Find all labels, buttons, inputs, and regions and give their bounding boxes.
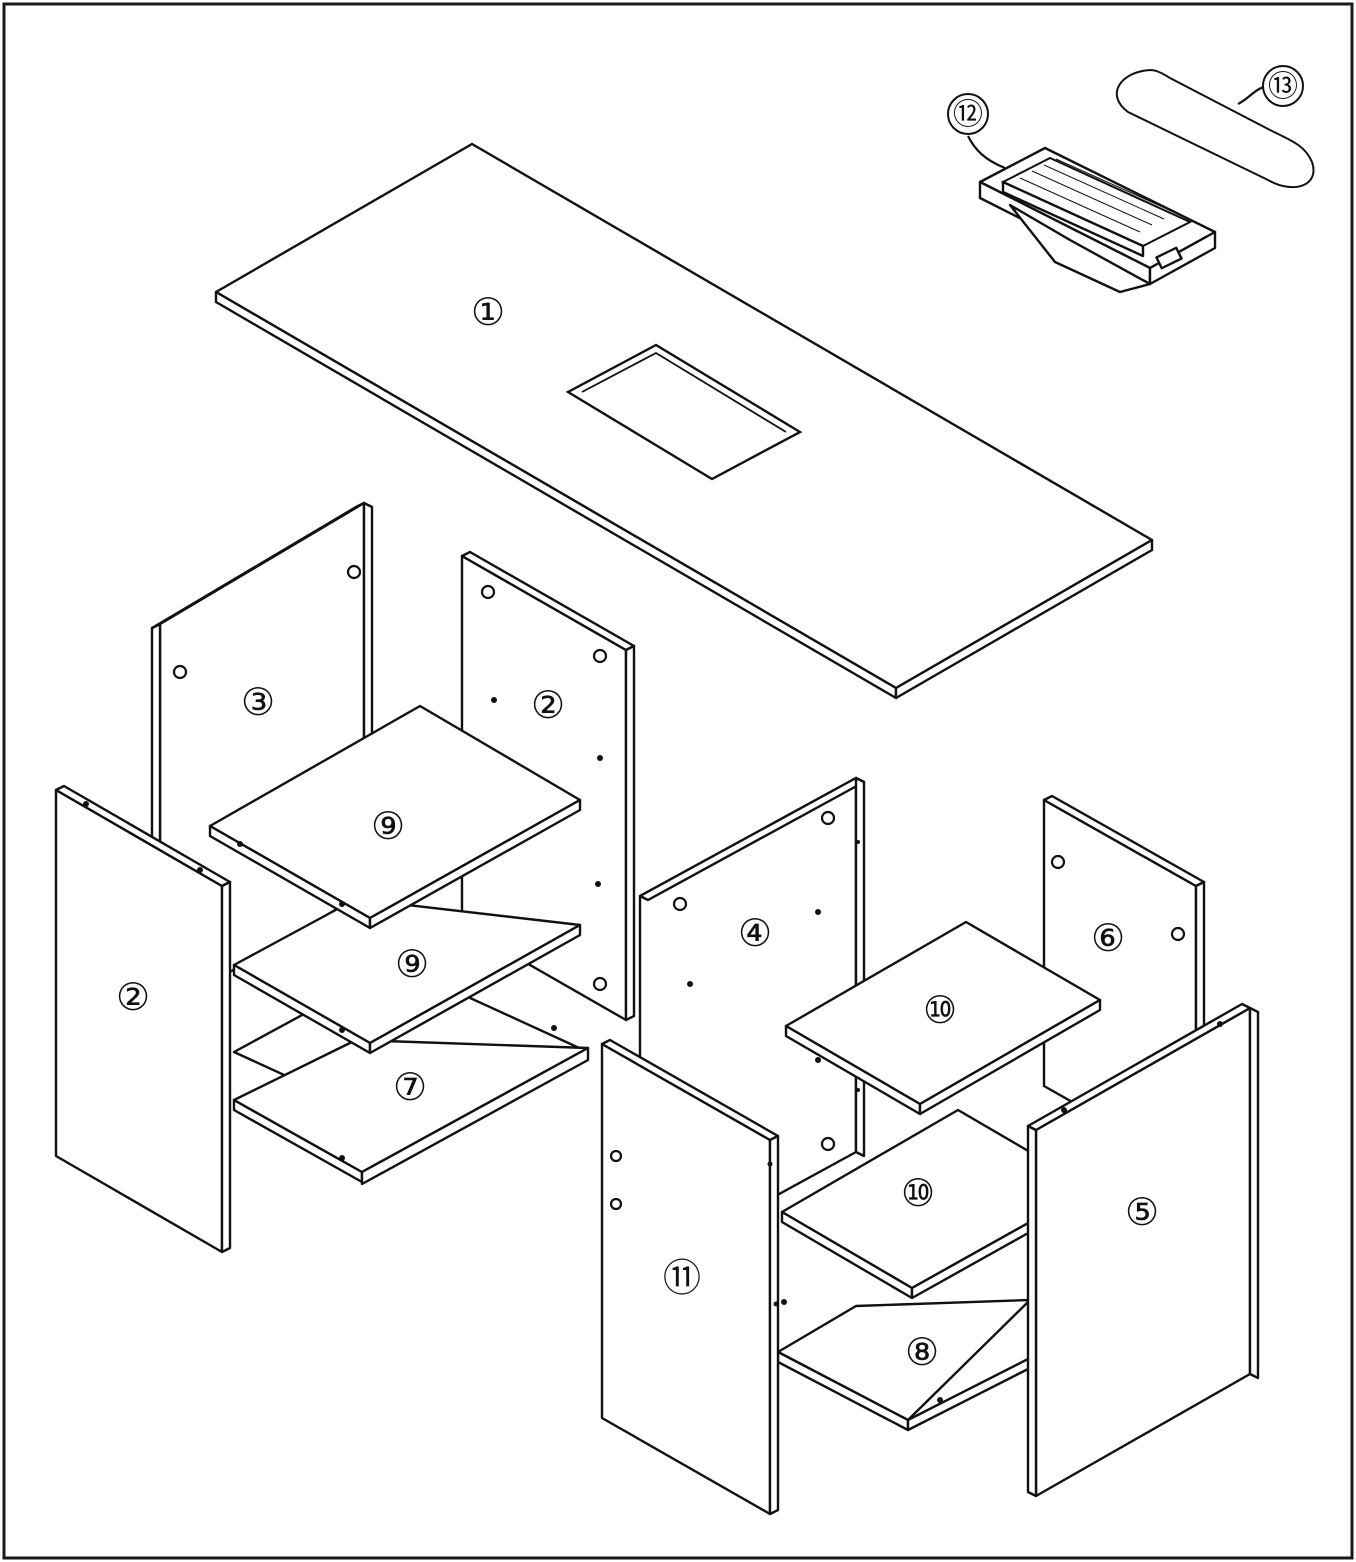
label-13: ⑬ (1268, 70, 1298, 105)
part-10-shelf-right-upper: ⑩ (784, 920, 1102, 1116)
label-2-front: ② (116, 975, 150, 1019)
label-9-upper: ⑨ (371, 804, 405, 848)
label-7: ⑦ (393, 1065, 427, 1109)
part-12-sink-unit: ⑫ (947, 93, 1217, 294)
label-1: ① (471, 290, 505, 334)
label-9-middle: ⑨ (395, 942, 429, 986)
part-11-front-panel-right: ⑪ (600, 1038, 780, 1516)
part-8-bottom-shelf-right: ⑧ (776, 1298, 1032, 1432)
label-12: ⑫ (953, 98, 983, 133)
label-2-rear: ② (531, 683, 565, 727)
label-5: ⑤ (1125, 1190, 1159, 1234)
label-8: ⑧ (905, 1330, 939, 1374)
label-11: ⑪ (663, 1256, 701, 1300)
part-9-shelf-left-upper: ⑨ (208, 704, 582, 930)
label-3: ③ (241, 680, 275, 724)
label-10-upper: ⑩ (923, 988, 957, 1032)
part-9-shelf-left-middle: ⑨ (232, 897, 582, 1055)
part-1-top-panel: ① (214, 142, 1154, 700)
label-6: ⑥ (1091, 916, 1125, 960)
label-4: ④ (738, 911, 772, 955)
part-13-gasket: ⑬ (1115, 65, 1315, 189)
label-10-middle: ⑩ (901, 1171, 935, 1215)
part-5-side-panel-right: ⑤ (1026, 1002, 1260, 1498)
part-2-side-panel-front-left: ② (54, 784, 232, 1254)
